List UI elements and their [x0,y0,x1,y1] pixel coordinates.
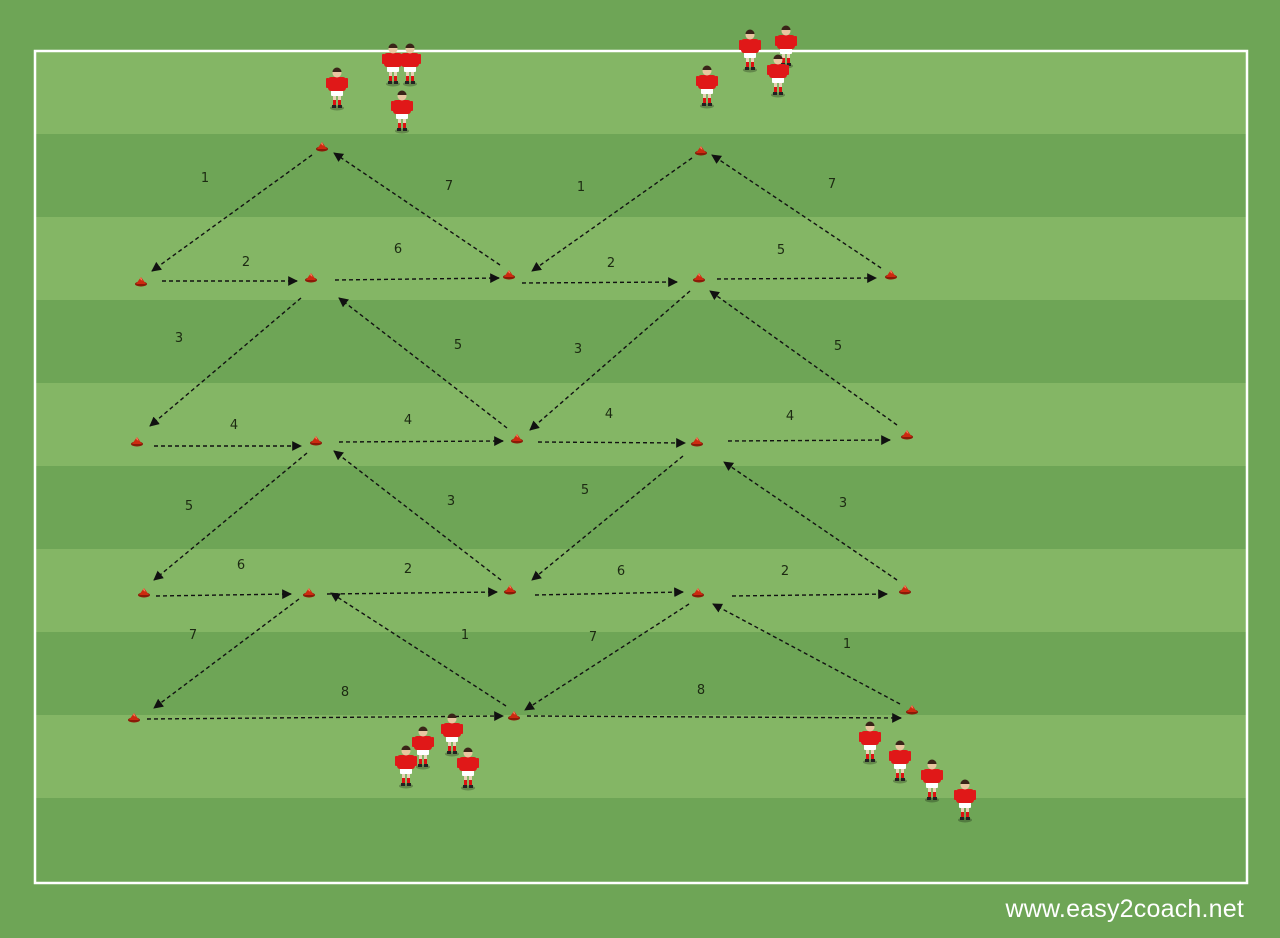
pass-number-label: 2 [242,255,250,270]
pass-arrow [526,713,902,723]
pass-numbers: 1 7 1 7 2 6 2 5 3 5 3 5 4 4 4 4 5 3 5 3 6 2 6 2 7 1 7 1 8 8 [175,171,851,700]
pass-number-label: 2 [607,256,615,271]
pass-number-label: 5 [834,339,842,354]
pass-number-label: 3 [574,342,582,357]
cone-marker [511,434,523,444]
pass-number-label: 4 [786,409,794,424]
cone-marker [138,588,150,598]
grass-stripe [35,300,1247,383]
pass-arrow [711,154,882,269]
pitch-boundary [33,49,1249,885]
pass-number-label: 3 [175,331,183,346]
pass-arrow [146,711,504,721]
watermark-text: www.easy2coach.net [1005,895,1244,923]
pass-number-label: 7 [445,179,453,194]
pass-number-label: 7 [189,628,197,643]
cone-marker [906,705,918,715]
cone-marker [691,437,703,447]
pass-arrow [727,435,891,445]
pass-number-label: 8 [341,685,349,700]
grass-stripe [35,134,1247,217]
pass-number-label: 5 [454,338,462,353]
grass-stripe [35,217,1247,300]
cone-marker [693,273,705,283]
cones [128,142,918,723]
pass-number-label: 4 [230,418,238,433]
pass-arrow [716,273,877,283]
pass-arrow [149,297,302,427]
pass-number-label: 1 [201,171,209,186]
pass-arrow [333,450,502,581]
cone-marker [504,585,516,595]
cone-marker [695,146,707,156]
cone-marker [135,277,147,287]
pass-number-label: 6 [237,558,245,573]
pass-arrow [537,438,686,448]
pass-number-label: 2 [404,562,412,577]
pass-arrows [146,152,902,723]
grass-stripe [35,632,1247,715]
pass-number-label: 4 [404,413,412,428]
pass-number-label: 2 [781,564,789,579]
pass-number-label: 1 [461,628,469,643]
pass-number-label: 6 [617,564,625,579]
cone-marker [885,270,897,280]
pass-arrow [338,436,504,446]
pass-arrow [333,152,501,266]
pass-arrow [712,603,901,705]
grass-stripe [35,466,1247,549]
pass-number-label: 5 [185,499,193,514]
pass-number-label: 5 [777,243,785,258]
grass-stripe [35,51,1247,134]
pass-arrow [531,455,684,581]
pass-number-label: 1 [843,637,851,652]
grass-stripe [35,798,1247,881]
cone-marker [131,437,143,447]
pass-arrow [709,290,898,426]
cone-marker [508,711,520,721]
pass-number-label: 4 [605,407,613,422]
cone-marker [316,142,328,152]
cone-marker [303,588,315,598]
cone-marker [128,713,140,723]
cone-marker [901,430,913,440]
grass-stripe [35,549,1247,632]
cone-marker [692,588,704,598]
grass-stripe [35,383,1247,466]
cone-marker [305,273,317,283]
pass-arrow [334,273,500,284]
pass-arrow [529,290,691,431]
pass-arrow [153,598,300,709]
pass-arrow [534,587,684,598]
pass-arrow [524,603,690,711]
pass-arrow [531,157,693,272]
pass-number-label: 7 [589,630,597,645]
cone-marker [310,436,322,446]
pass-arrow [153,452,308,581]
pass-arrow [326,587,498,598]
grass-stripe [35,715,1247,798]
pass-number-label: 8 [697,683,705,698]
cone-marker [899,585,911,595]
cone-marker [503,270,515,280]
pass-arrow [338,297,508,429]
pass-arrow [151,154,313,272]
pass-number-label: 5 [581,483,589,498]
pass-number-label: 3 [447,494,455,509]
pass-arrow [521,277,678,287]
pass-number-label: 1 [577,180,585,195]
pass-arrow [155,589,292,600]
pass-number-label: 7 [828,177,836,192]
pass-arrow [731,589,888,600]
pass-number-label: 6 [394,242,402,257]
pass-number-label: 3 [839,496,847,511]
